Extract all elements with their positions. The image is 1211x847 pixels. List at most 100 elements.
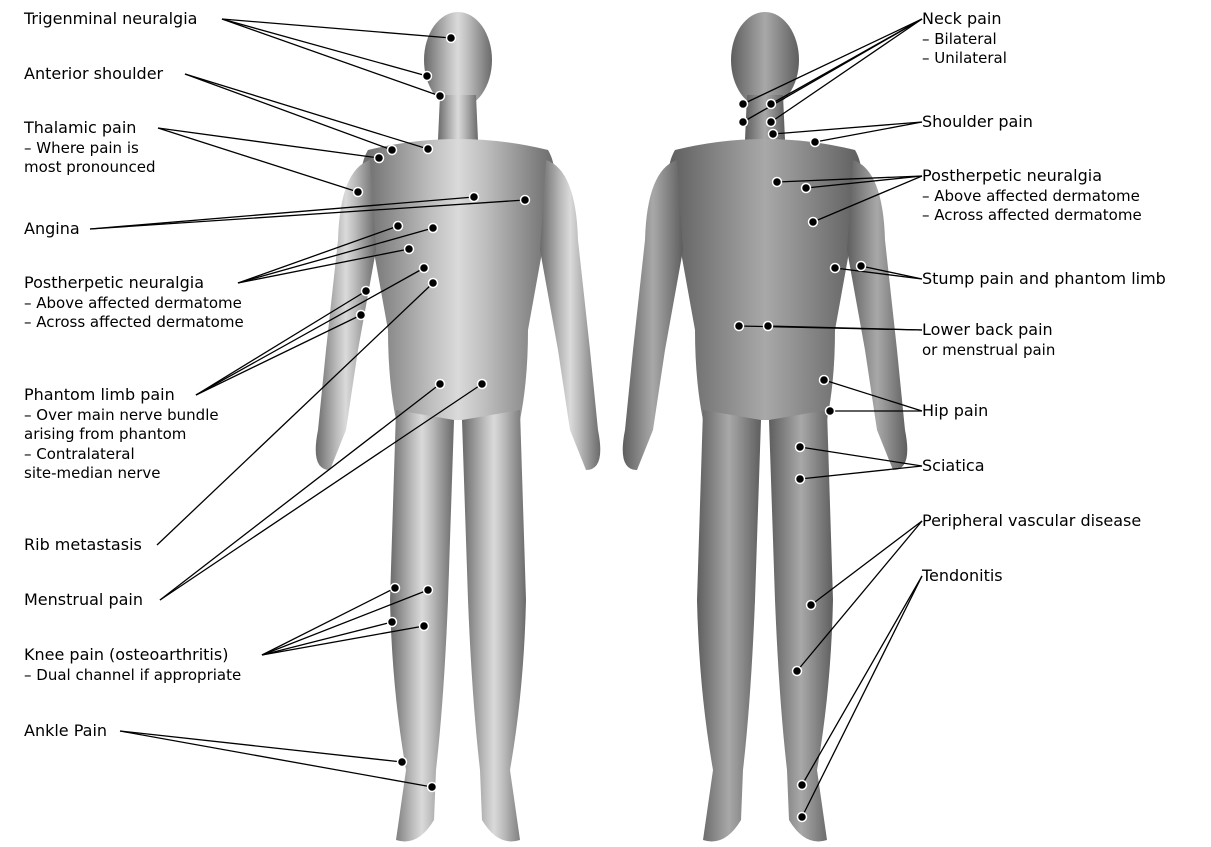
electrode-dot [388,146,397,155]
leader-line [185,74,392,150]
electrode-dot [811,138,820,147]
leader-line [120,731,402,762]
label-ankle: Ankle Pain [24,721,107,742]
leader-line [773,122,922,134]
electrode-dot [796,443,805,452]
electrode-dot [764,322,773,331]
electrode-dot [405,245,414,254]
electrode-dot [798,781,807,790]
electrode-dot [436,92,445,101]
electrode-dot [807,601,816,610]
leader-line [262,588,395,655]
label-subtitle: – Unilateral [922,49,1007,69]
electrode-dot [398,758,407,767]
label-subtitle: or menstrual pain [922,341,1055,361]
electrode-dot [447,34,456,43]
electrode-dot [394,222,403,231]
label-anterior-shoulder: Anterior shoulder [24,64,163,85]
leader-trigeminal [222,19,456,101]
label-subtitle: – Where pain is [24,139,155,159]
electrode-dot [470,193,479,202]
label-phantom: Phantom limb pain– Over main nerve bundl… [24,385,219,484]
label-subtitle: – Across affected dermatome [24,313,244,333]
label-subtitle: arising from phantom [24,425,219,445]
electrode-dot [391,584,400,593]
label-title: Menstrual pain [24,590,143,611]
label-title: Ankle Pain [24,721,107,742]
label-title: Peripheral vascular disease [922,511,1141,532]
leader-line [185,74,428,149]
electrode-dot [424,145,433,154]
label-stump: Stump pain and phantom limb [922,269,1166,290]
electrode-dot [809,218,818,227]
label-sciatica: Sciatica [922,456,985,477]
label-title: Stump pain and phantom limb [922,269,1166,290]
electrode-dot [767,118,776,127]
leader-line [815,122,922,142]
electrode-dot [388,618,397,627]
label-subtitle: – Over main nerve bundle [24,406,219,426]
label-shoulder: Shoulder pain [922,112,1033,133]
label-subtitle: most pronounced [24,158,155,178]
label-title: Rib metastasis [24,535,142,556]
leader-anterior-shoulder [185,74,433,155]
electrode-dot [767,100,776,109]
label-title: Anterior shoulder [24,64,163,85]
label-title: Knee pain (osteoarthritis) [24,645,241,666]
electrode-dot [826,407,835,416]
electrode-dot [357,311,366,320]
label-title: Postherpetic neuralgia [24,273,244,294]
label-subtitle: – Dual channel if appropriate [24,666,241,686]
label-rib: Rib metastasis [24,535,142,556]
electrode-dot [429,279,438,288]
label-subtitle: – Contralateral [24,445,219,465]
leader-line [222,19,440,96]
back-body-figure [623,12,908,841]
electrode-dot [429,224,438,233]
label-subtitle: – Above affected dermatome [24,294,244,314]
label-title: Angina [24,219,80,240]
label-title: Tendonitis [922,566,1003,587]
electrode-dot [424,586,433,595]
label-title: Trigenminal neuralgia [24,9,197,30]
label-title: Sciatica [922,456,985,477]
electrode-dot [739,118,748,127]
label-postherpetic-front: Postherpetic neuralgia– Above affected d… [24,273,244,333]
label-title: Neck pain [922,9,1007,30]
electrode-dot [436,380,445,389]
label-thalamic: Thalamic pain– Where pain ismost pronoun… [24,118,155,178]
label-angina: Angina [24,219,80,240]
electrode-dot [420,264,429,273]
electrode-dot [820,376,829,385]
label-knee: Knee pain (osteoarthritis)– Dual channel… [24,645,241,685]
electrode-dot [798,813,807,822]
label-title: Phantom limb pain [24,385,219,406]
electrode-dot [769,130,778,139]
label-pvd: Peripheral vascular disease [922,511,1141,532]
label-tendonitis: Tendonitis [922,566,1003,587]
label-neck: Neck pain– Bilateral– Unilateral [922,9,1007,69]
electrode-dot [375,154,384,163]
leader-line [262,622,392,655]
label-trigeminal: Trigenminal neuralgia [24,9,197,30]
label-postherpetic-back: Postherpetic neuralgia– Above affected d… [922,166,1142,226]
label-subtitle: – Bilateral [922,30,1007,50]
label-title: Shoulder pain [922,112,1033,133]
label-title: Thalamic pain [24,118,155,139]
electrode-dot [420,622,429,631]
electrode-dot [362,287,371,296]
electrode-dot [354,188,363,197]
label-subtitle: – Across affected dermatome [922,206,1142,226]
electrode-dot [773,178,782,187]
leader-ankle [120,731,437,792]
front-body-figure [316,12,601,841]
label-hip: Hip pain [922,401,988,422]
electrode-dot [478,380,487,389]
electrode-dot [423,72,432,81]
electrode-dot [521,196,530,205]
label-title: Postherpetic neuralgia [922,166,1142,187]
label-title: Hip pain [922,401,988,422]
electrode-dot [428,783,437,792]
electrode-dot [831,264,840,273]
electrode-dot [739,100,748,109]
